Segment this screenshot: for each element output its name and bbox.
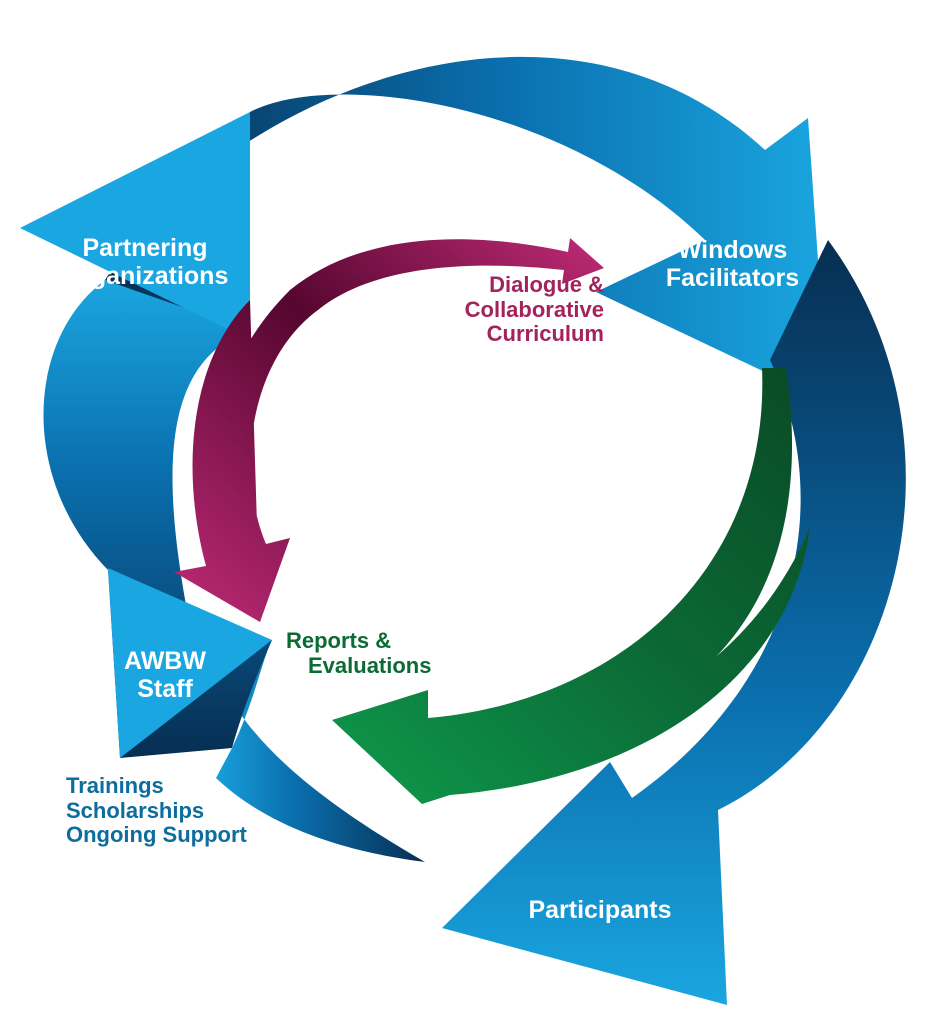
node-awbw-line2: Staff — [137, 675, 193, 703]
node-partnering-organizations: Partnering Organizations — [40, 234, 250, 290]
arrow-reports — [332, 368, 810, 804]
flow-reports-label: Reports & Evaluations — [286, 628, 466, 678]
flow-dialogue-label: Dialogue & Collaborative Curriculum — [414, 272, 604, 347]
arrow-dialogue — [174, 238, 604, 622]
flow-support-label: Trainings Scholarships Ongoing Support — [66, 773, 306, 848]
arrow-participants-to-awbw — [205, 632, 425, 862]
arrowhead-awbw — [108, 568, 272, 758]
flow-dialogue-line1: Dialogue & — [489, 272, 604, 297]
flow-support-line3: Ongoing Support — [66, 822, 247, 848]
node-awbw-line1: AWBW — [124, 647, 206, 675]
flow-support-line1: Trainings — [66, 773, 164, 798]
node-windows-facilitators: Windows Facilitators — [640, 236, 825, 292]
node-participants: Participants — [500, 896, 700, 924]
node-windows-line1: Windows — [677, 236, 788, 264]
arrow-awbw-to-partnering — [43, 280, 272, 758]
node-windows-line2: Facilitators — [665, 264, 800, 292]
node-partnering-line2: Organizations — [61, 262, 229, 290]
flow-dialogue-line2: Collaborative — [464, 296, 604, 322]
node-partnering-line1: Partnering — [82, 234, 208, 262]
flow-reports-line1: Reports & — [286, 628, 392, 653]
arrow-partnering-to-windows — [105, 56, 828, 402]
arrowhead-partnering — [20, 112, 250, 340]
node-awbw-staff: AWBW Staff — [100, 647, 230, 703]
flow-support-line2: Scholarships — [66, 797, 205, 823]
node-participants-line1: Participants — [528, 896, 672, 924]
flow-reports-line2: Evaluations — [308, 652, 432, 678]
arrow-windows-to-participants — [442, 240, 906, 1005]
flow-dialogue-line3: Curriculum — [486, 321, 604, 347]
